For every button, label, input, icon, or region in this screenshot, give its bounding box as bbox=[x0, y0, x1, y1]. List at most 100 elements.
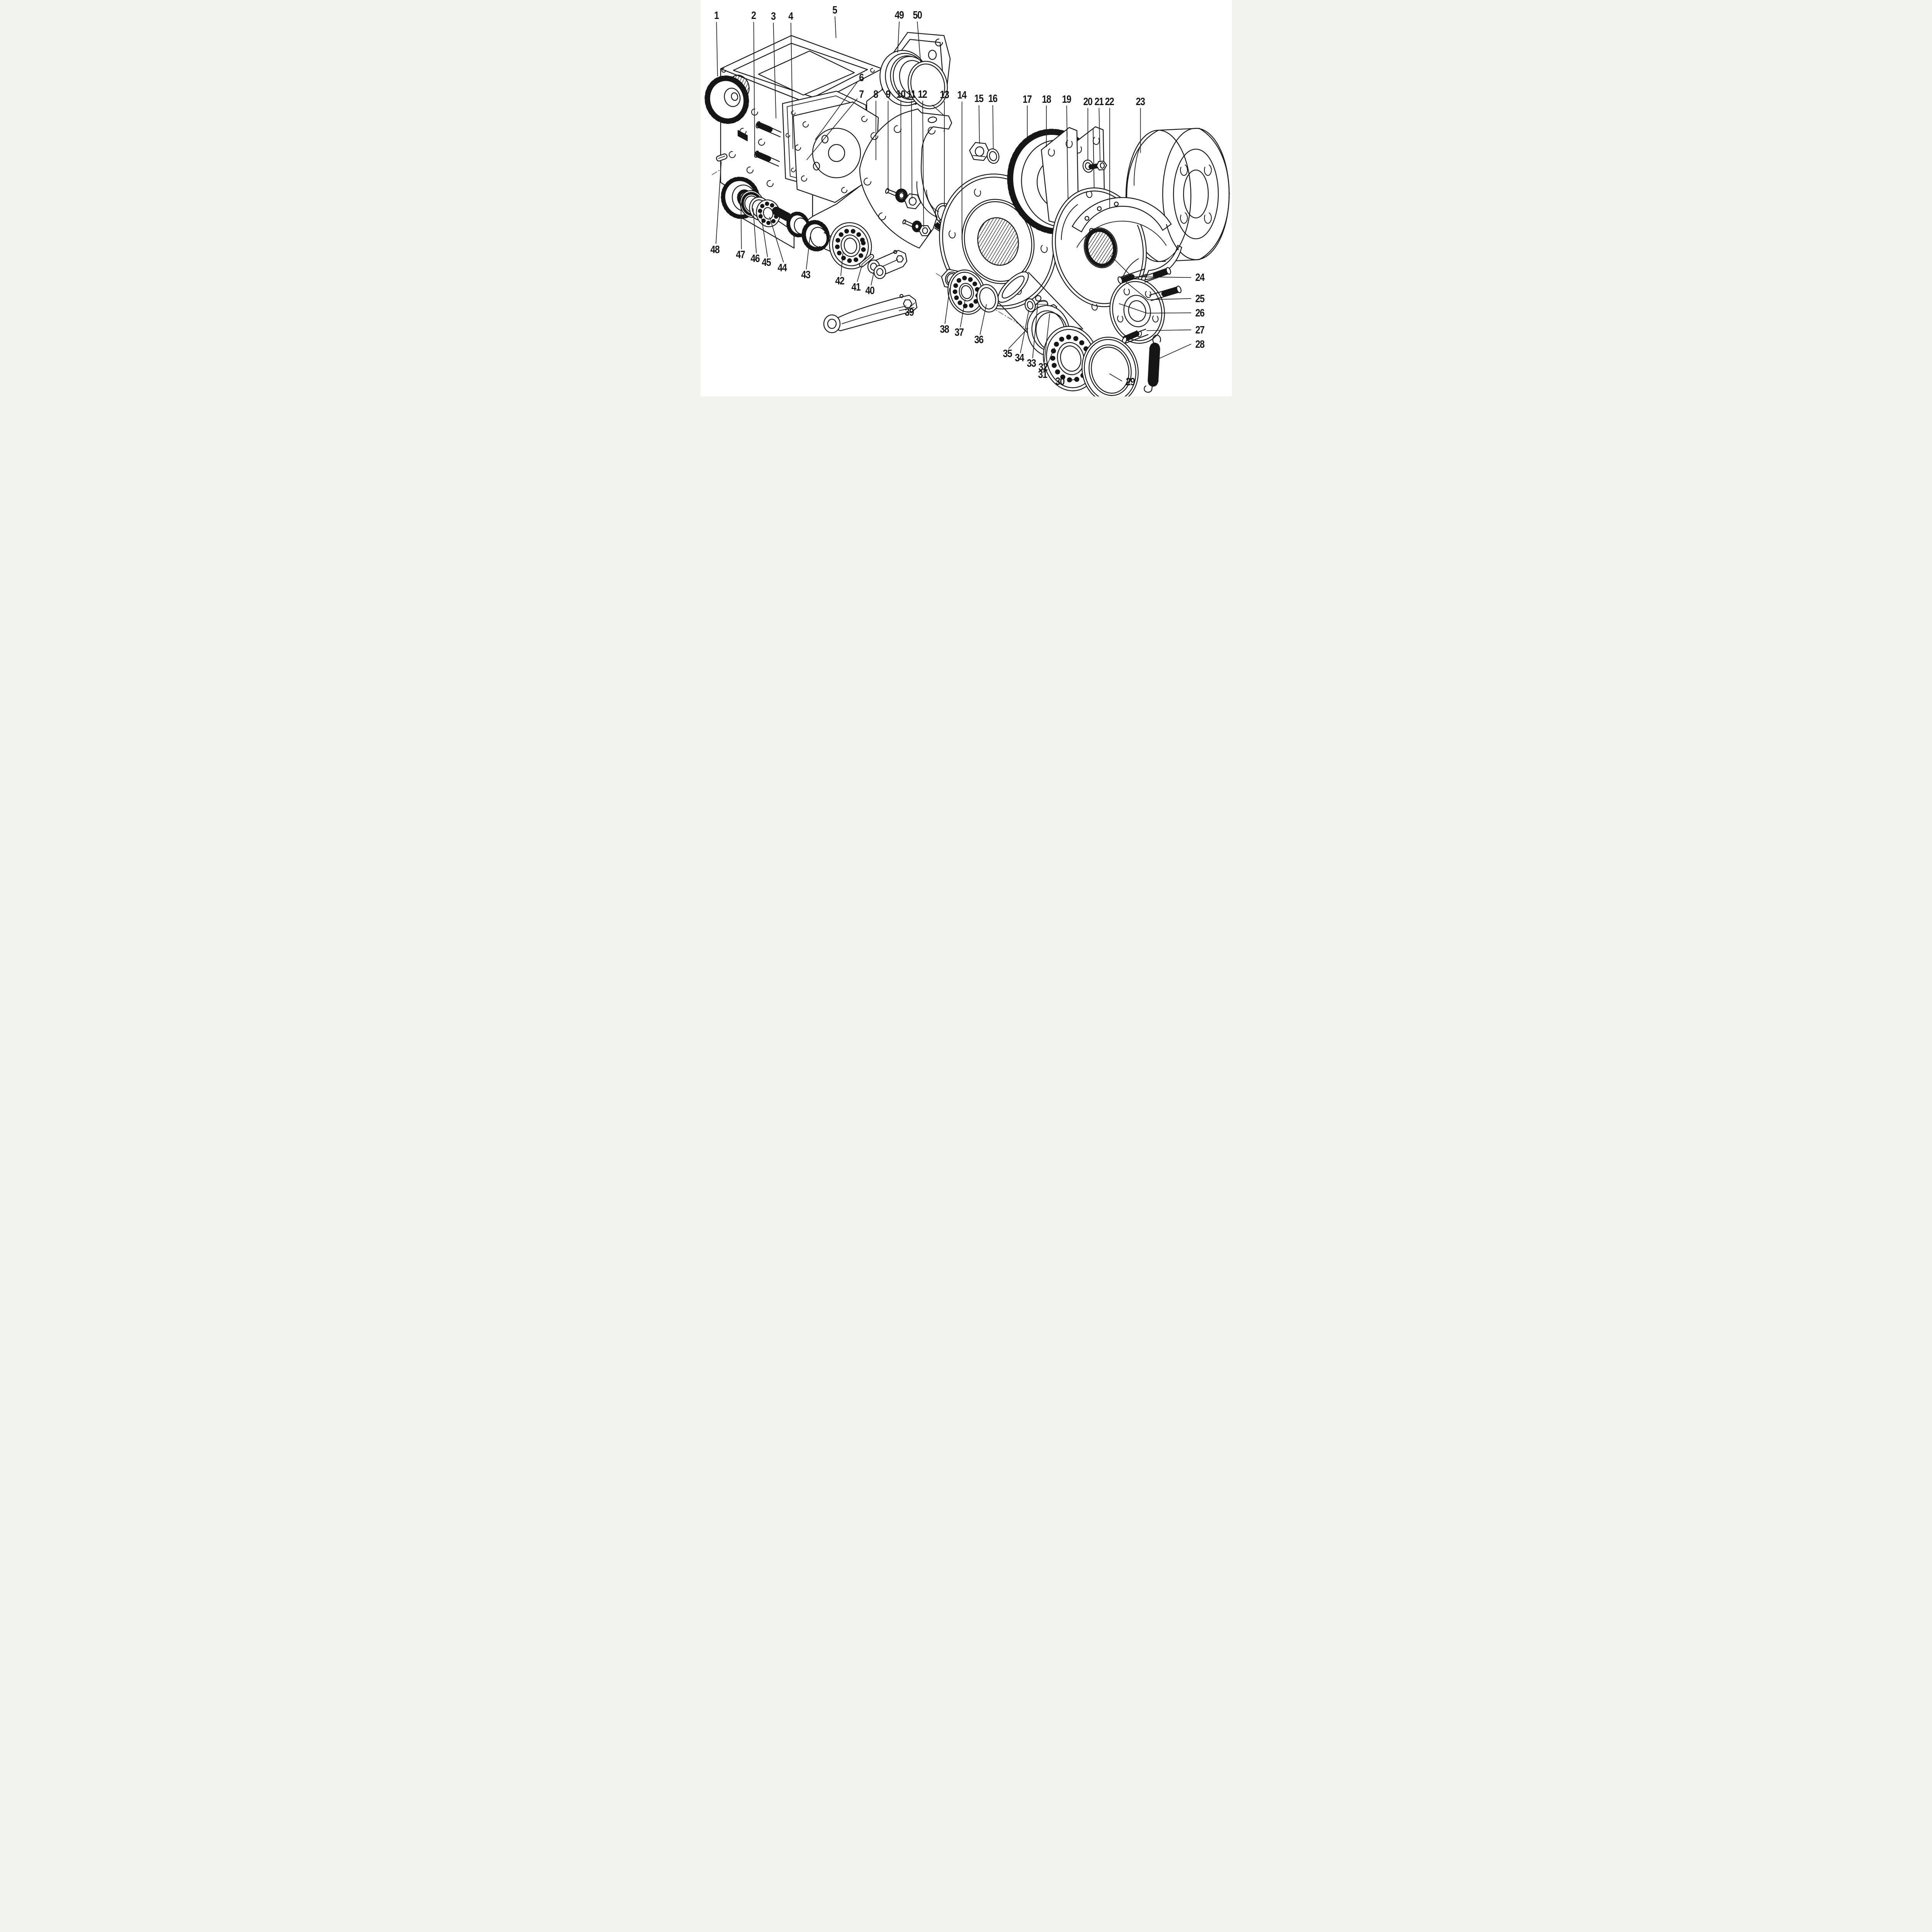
callout-38: 38 bbox=[940, 323, 949, 335]
part-hub-27 bbox=[1104, 267, 1182, 349]
leader-39 bbox=[910, 303, 915, 307]
callout-37: 37 bbox=[954, 326, 964, 338]
leader-30 bbox=[1067, 379, 1076, 382]
callout-21: 21 bbox=[1094, 95, 1104, 107]
callout-2: 2 bbox=[751, 9, 756, 21]
callout-36: 36 bbox=[974, 333, 983, 346]
leader-3 bbox=[773, 22, 776, 119]
callout-31: 31 bbox=[1038, 368, 1047, 380]
leader-28 bbox=[1158, 344, 1191, 359]
leader-1 bbox=[716, 22, 718, 77]
leader-31 bbox=[1045, 347, 1055, 370]
callout-49: 49 bbox=[895, 9, 904, 21]
callout-47: 47 bbox=[736, 248, 745, 260]
leader-2 bbox=[753, 22, 755, 155]
callout-4: 4 bbox=[788, 10, 793, 22]
callout-10: 10 bbox=[896, 88, 905, 100]
part-gear-shaft-43 bbox=[776, 211, 849, 257]
callout-7: 7 bbox=[859, 88, 864, 100]
part-lock-washer-10 bbox=[896, 189, 907, 202]
leader-43 bbox=[806, 236, 810, 270]
part-ball-33 bbox=[1035, 296, 1041, 301]
leader-25 bbox=[1122, 279, 1191, 300]
part-stud-set-12 bbox=[902, 219, 931, 236]
leader-11 bbox=[911, 100, 912, 199]
leader-48 bbox=[715, 161, 721, 244]
part-bolt-21 bbox=[1090, 161, 1107, 171]
callout-45: 45 bbox=[762, 256, 771, 269]
leader-40 bbox=[871, 270, 874, 286]
diagram-artwork bbox=[701, 0, 1232, 396]
callout-13: 13 bbox=[940, 88, 949, 101]
leader-26 bbox=[1119, 303, 1191, 314]
callout-48: 48 bbox=[710, 243, 719, 256]
callout-42: 42 bbox=[835, 275, 844, 287]
callout-9: 9 bbox=[886, 88, 891, 100]
callout-40: 40 bbox=[865, 284, 875, 297]
callout-11: 11 bbox=[907, 88, 916, 100]
leader-36 bbox=[979, 304, 987, 335]
leader-50 bbox=[917, 21, 921, 62]
callout-12: 12 bbox=[918, 88, 927, 100]
callout-18: 18 bbox=[1042, 93, 1051, 105]
part-bevel-gear-1 bbox=[702, 74, 751, 126]
callout-43: 43 bbox=[801, 269, 810, 281]
callout-19: 19 bbox=[1062, 93, 1071, 105]
leader-24 bbox=[1110, 255, 1191, 278]
part-brake-shoes-25-26 bbox=[1072, 197, 1182, 280]
callout-1: 1 bbox=[714, 9, 719, 21]
callout-3: 3 bbox=[771, 10, 776, 22]
part-hex-nut-15 bbox=[968, 142, 990, 161]
callout-29: 29 bbox=[1126, 376, 1135, 388]
callout-17: 17 bbox=[1022, 93, 1032, 105]
leader-7 bbox=[806, 98, 857, 160]
part-brake-drum-23-24 bbox=[1126, 128, 1229, 262]
callout-23: 23 bbox=[1136, 95, 1145, 107]
part-pto-housing-8 bbox=[860, 109, 952, 248]
callout-20: 20 bbox=[1083, 95, 1092, 107]
leader-6 bbox=[815, 82, 857, 140]
callout-25: 25 bbox=[1195, 292, 1204, 304]
callout-41: 41 bbox=[851, 281, 861, 293]
part-washer-36 bbox=[974, 282, 1001, 315]
callout-5: 5 bbox=[832, 3, 838, 16]
callout-34: 34 bbox=[1014, 352, 1024, 364]
leader-29 bbox=[1109, 373, 1122, 381]
leader-5 bbox=[834, 16, 836, 38]
callout-22: 22 bbox=[1105, 95, 1114, 107]
leader-44 bbox=[769, 217, 784, 263]
leader-49 bbox=[897, 21, 900, 53]
callout-27: 27 bbox=[1195, 323, 1204, 336]
callout-50: 50 bbox=[912, 9, 922, 21]
part-ball-bearing-42 bbox=[825, 219, 876, 273]
callout-28: 28 bbox=[1195, 338, 1204, 350]
part-return-spring-28 bbox=[1144, 335, 1160, 393]
callout-39: 39 bbox=[905, 306, 914, 318]
callout-30: 30 bbox=[1055, 375, 1065, 387]
leader-19 bbox=[1066, 105, 1068, 137]
leader-35 bbox=[1008, 328, 1028, 349]
part-pin-41 bbox=[859, 253, 874, 268]
part-washer-16 bbox=[985, 148, 1000, 165]
part-ball-bearing-44 bbox=[753, 197, 782, 229]
callout-46: 46 bbox=[750, 252, 760, 264]
callout-15: 15 bbox=[974, 92, 983, 105]
leader-4 bbox=[790, 22, 793, 149]
leader-21 bbox=[1098, 108, 1100, 162]
leader-27 bbox=[1146, 329, 1191, 331]
part-pin-48 bbox=[716, 153, 728, 162]
leader-38 bbox=[944, 288, 950, 324]
part-clevis-40 bbox=[868, 250, 907, 279]
leader-42 bbox=[840, 252, 843, 276]
callout-33: 33 bbox=[1027, 357, 1036, 369]
callout-8: 8 bbox=[873, 88, 878, 100]
callout-44: 44 bbox=[777, 261, 787, 274]
leader-37 bbox=[960, 299, 966, 328]
callout-24: 24 bbox=[1195, 271, 1204, 284]
leader-46 bbox=[752, 208, 757, 253]
part-hex-nut-11 bbox=[903, 193, 922, 209]
part-wheel-studs-25 bbox=[1117, 267, 1182, 344]
leader-45 bbox=[760, 211, 768, 257]
callout-16: 16 bbox=[988, 92, 997, 105]
leader-12 bbox=[922, 100, 924, 227]
